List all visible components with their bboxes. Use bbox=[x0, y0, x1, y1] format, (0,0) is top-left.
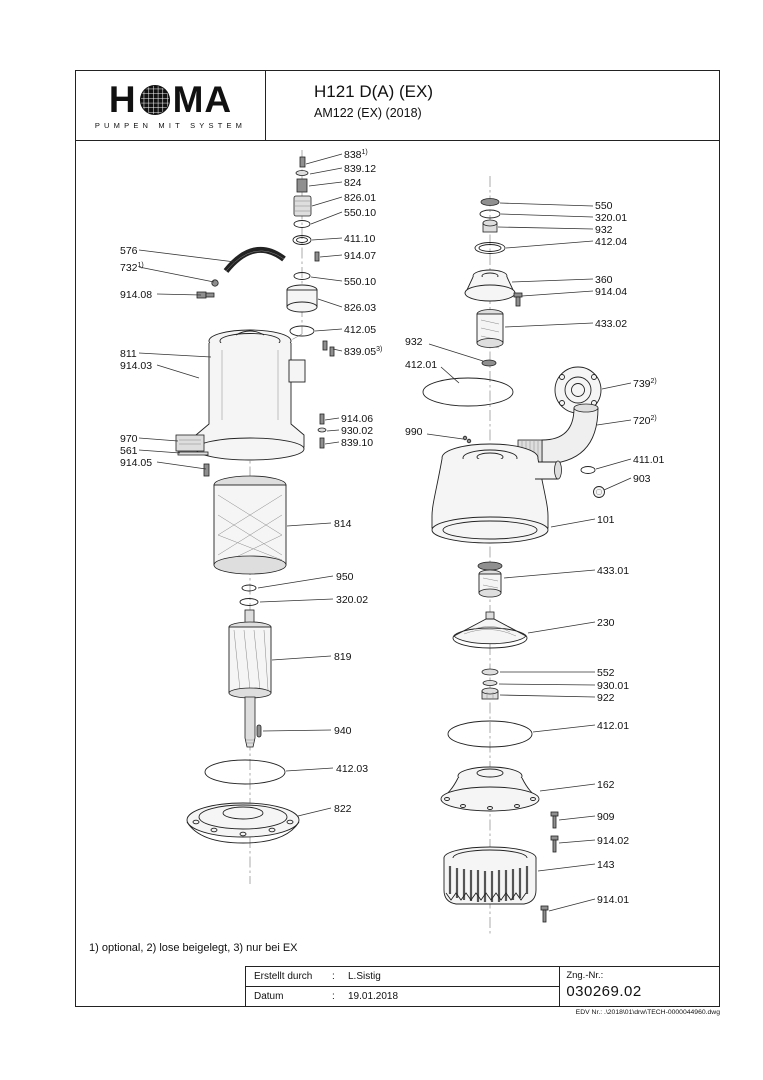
logo-tagline: PUMPEN MIT SYSTEM bbox=[94, 121, 247, 130]
drawing-subtitle: AM122 (EX) (2018) bbox=[314, 106, 422, 120]
date-value: 19.01.2018 bbox=[348, 991, 399, 1002]
logo-text-ma: MA bbox=[172, 79, 233, 120]
title-cell: H121 D(A) (EX) AM122 (EX) (2018) bbox=[266, 71, 719, 140]
logo-o-icon bbox=[139, 84, 171, 116]
created-by-colon: : bbox=[332, 971, 335, 982]
drawing-number-cell: Zng.-Nr.: 030269.02 bbox=[559, 967, 719, 1006]
created-by-row: Erstellt durch : L.Sistig bbox=[246, 967, 560, 987]
footnote: 1) optional, 2) lose beigelegt, 3) nur b… bbox=[89, 942, 298, 954]
drawing-title: H121 D(A) (EX) bbox=[314, 82, 434, 101]
logo-text-h: H bbox=[108, 79, 137, 120]
created-by-label: Erstellt durch bbox=[254, 971, 313, 982]
date-label: Datum bbox=[254, 991, 284, 1002]
edv-number: EDV Nr.: .\2018\01\drw\TECH-0000044960.d… bbox=[575, 1009, 720, 1016]
drawing-number-label: Zng.-Nr.: bbox=[566, 970, 604, 981]
drawing-number-value: 030269.02 bbox=[566, 983, 642, 1000]
drawing-frame: H MA PUM bbox=[75, 70, 720, 1007]
created-by-value: L.Sistig bbox=[348, 971, 381, 982]
title-block: Erstellt durch : L.Sistig Datum : 19.01.… bbox=[245, 966, 719, 1006]
homa-logo: H MA PUM bbox=[76, 71, 266, 140]
date-row: Datum : 19.01.2018 bbox=[246, 987, 559, 1006]
date-colon: : bbox=[332, 991, 335, 1002]
logo-wordmark: H MA bbox=[109, 81, 232, 118]
title-block-left: Erstellt durch : L.Sistig Datum : 19.01.… bbox=[246, 967, 560, 1006]
title-header: H MA PUM bbox=[76, 71, 719, 141]
